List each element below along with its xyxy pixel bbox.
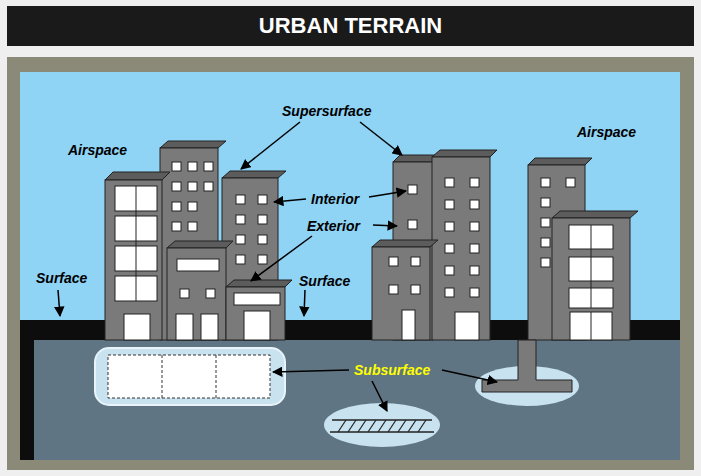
title-text: URBAN TERRAIN <box>7 6 694 46</box>
terrain-label: Surface <box>36 270 87 286</box>
terrain-label: Supersurface <box>282 103 371 119</box>
terrain-label: Interior <box>311 191 359 207</box>
terrain-label: Airspace <box>68 142 127 158</box>
terrain-label: Exterior <box>307 218 360 234</box>
terrain-label: Subsurface <box>354 362 430 378</box>
title-band: URBAN TERRAIN <box>7 6 694 46</box>
terrain-label: Airspace <box>577 124 636 140</box>
terrain-label: Surface <box>299 273 350 289</box>
